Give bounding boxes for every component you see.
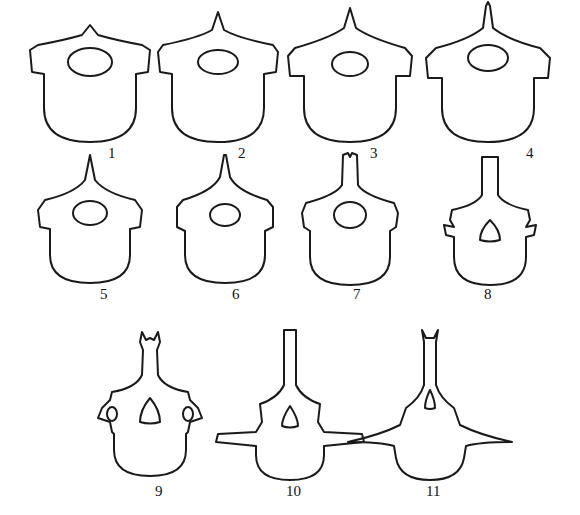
- callout-number: 4: [526, 146, 534, 161]
- callout-number: 5: [100, 287, 108, 302]
- vertebra-outline: [38, 155, 142, 283]
- callout-number: 1: [108, 146, 116, 161]
- vertebra-outline: [444, 157, 536, 285]
- vertebra-outline: [216, 330, 364, 480]
- callout-number: 2: [238, 146, 246, 161]
- callout-number: 10: [286, 484, 301, 499]
- vertebra-outline: [426, 2, 550, 142]
- callout-number: 7: [353, 287, 361, 302]
- vertebra-outline: [30, 25, 150, 142]
- vertebra-outline: [302, 153, 398, 285]
- vertebra-outline: [158, 12, 278, 142]
- callout-number: 8: [484, 287, 492, 302]
- callout-number: 6: [232, 287, 240, 302]
- callout-number: 3: [370, 146, 378, 161]
- vertebra-outline: [98, 332, 202, 476]
- vertebra-outline: [348, 330, 512, 480]
- vertebra-outline: [177, 155, 273, 283]
- callout-number: 11: [426, 484, 440, 499]
- callout-number: 9: [155, 484, 163, 499]
- vertebra-outline: [288, 8, 412, 142]
